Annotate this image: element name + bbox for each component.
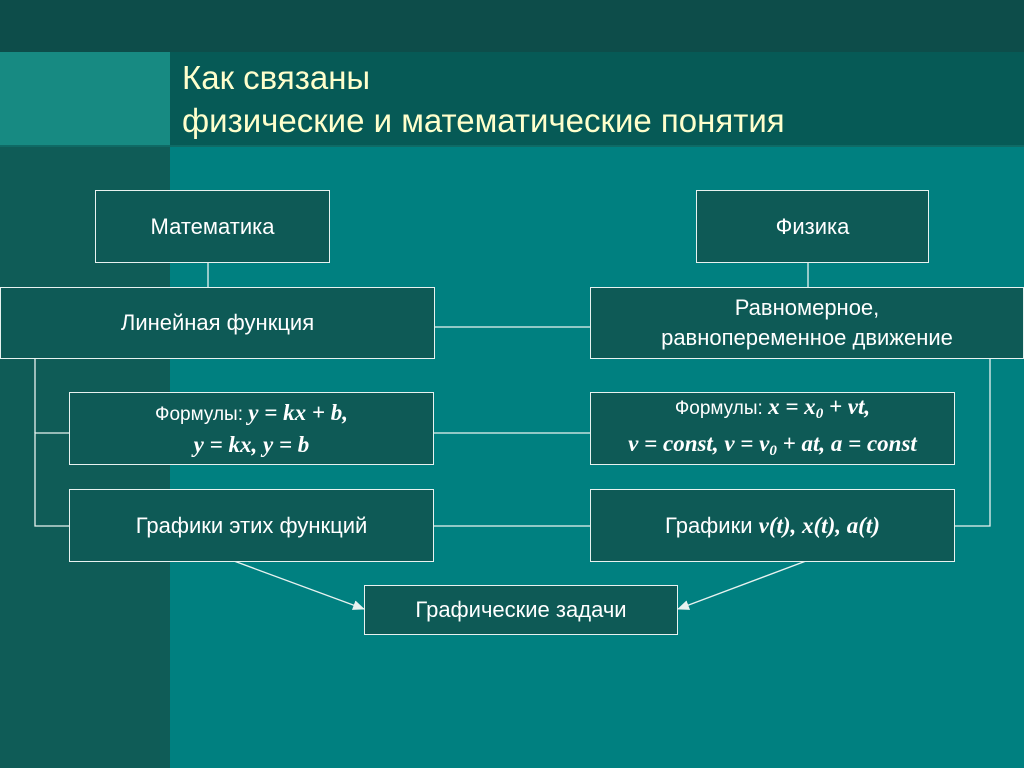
box-motion: Равномерное, равнопеременное движение (590, 287, 1024, 359)
phys-graphs-funcs: v(t), x(t), a(t) (758, 512, 880, 538)
title-divider (0, 145, 1024, 147)
box-motion-line-2: равнопеременное движение (661, 325, 953, 350)
box-graphical-tasks: Графические задачи (364, 585, 678, 635)
header-band (0, 0, 1024, 52)
phys-graphs-label: Графики (665, 512, 759, 538)
phys-formula-1: x = x0 + vt, (768, 393, 871, 422)
box-phys-formulas: Формулы: x = x0 + vt, v = const, v = v0 … (590, 392, 955, 465)
box-physics-label: Физика (775, 213, 850, 239)
box-phys-graphs: Графики v(t), x(t), a(t) (590, 489, 955, 562)
box-mathematics-label: Математика (150, 213, 275, 239)
phys-formula-2: v = const, v = v0 + at, a = const (628, 430, 917, 459)
box-math-graphs-label: Графики этих функций (135, 512, 368, 538)
bracket-right (954, 358, 991, 527)
box-math-graphs: Графики этих функций (69, 489, 434, 562)
box-physics: Физика (696, 190, 929, 263)
math-formula-1: y = kx + b, (248, 399, 348, 425)
arrow-right-to-tasks (677, 560, 807, 610)
math-formulas-line-1: Формулы: y = kx + b, (155, 398, 348, 430)
box-mathematics: Математика (95, 190, 330, 263)
box-graphical-tasks-label: Графические задачи (415, 597, 627, 622)
title-line-2: физические и математические понятия (182, 102, 785, 139)
math-formulas-label: Формулы: (155, 403, 249, 425)
slide-title: Как связаны физические и математические … (182, 56, 1002, 142)
box-linear-function-label: Линейная функция (120, 310, 315, 335)
title-line-1: Как связаны (182, 59, 371, 96)
phys-formulas-label: Формулы: (674, 397, 769, 419)
box-phys-graphs-content: Графики v(t), x(t), a(t) (665, 511, 880, 541)
box-math-formulas: Формулы: y = kx + b, y = kx, y = b (69, 392, 434, 465)
title-left-block (0, 52, 170, 146)
box-motion-line-1: Равномерное, (734, 295, 880, 320)
arrow-left-to-tasks (233, 560, 365, 610)
box-linear-function: Линейная функция (0, 287, 435, 359)
math-formula-2: y = kx, y = b (193, 431, 310, 457)
title-band (170, 52, 1024, 146)
phys-formulas-line-1: Формулы: x = x0 + vt, (675, 392, 870, 429)
